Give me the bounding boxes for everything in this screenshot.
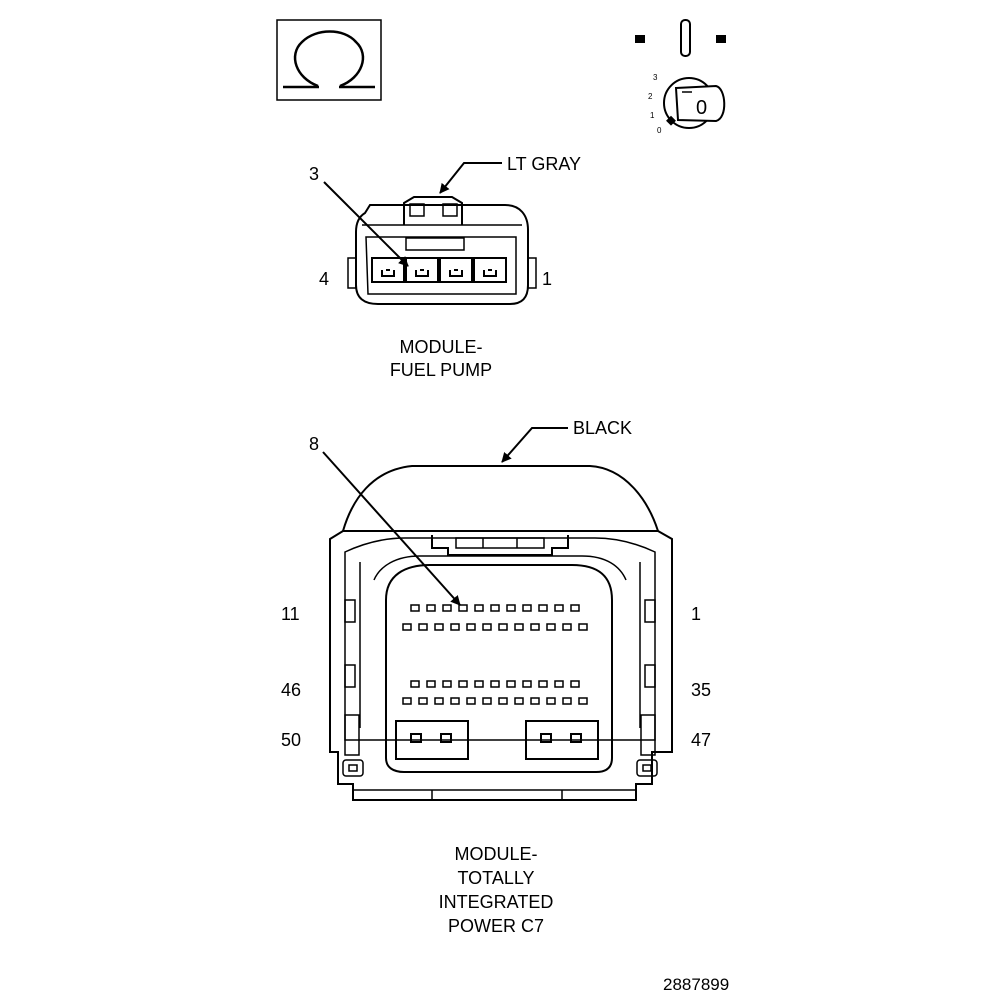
pin-8-leader — [322, 451, 461, 606]
fuel-pump-caption-line1: MODULE- — [399, 337, 482, 357]
ignition-key-label: 0 — [696, 97, 707, 119]
tipm-color-label: BLACK — [573, 418, 632, 438]
fuel-pump-caption-line2: FUEL PUMP — [390, 360, 492, 380]
tipm-cavity-row-1 — [410, 604, 580, 612]
figure-number: 2887899 — [663, 975, 729, 994]
fuel-pump-pin-left: 4 — [319, 269, 329, 289]
tipm-cavity-row-4 — [402, 697, 588, 705]
color-leader — [501, 427, 568, 463]
tipm-power-cavity-right — [525, 720, 599, 760]
ignition-position-2: 2 — [648, 92, 653, 101]
ignition-position-1: 1 — [650, 111, 655, 120]
ignition-key-icon: 3 2 1 0 0 — [635, 19, 726, 135]
color-leader — [439, 162, 502, 194]
tipm-pin-35: 35 — [691, 680, 711, 700]
tipm-caption-line1: MODULE- — [454, 844, 537, 864]
tipm-pin-callout: 8 — [309, 434, 319, 454]
tipm-power-cavity-left — [395, 720, 469, 760]
fuel-pump-cavities — [371, 257, 507, 283]
tipm-pin-1: 1 — [691, 604, 701, 624]
omega-icon — [276, 19, 382, 101]
tipm-cavity-row-3 — [410, 680, 580, 688]
tipm-caption-line2: TOTALLY — [457, 868, 534, 888]
tipm-c7-connector: 8 BLACK 11 1 46 35 50 47 MODULE- TOTALLY… — [281, 418, 711, 936]
tipm-pin-46: 46 — [281, 680, 301, 700]
fuel-pump-connector: 3 LT GRAY 4 1 MODULE- FUEL PUMP — [309, 154, 581, 380]
tipm-pin-50: 50 — [281, 730, 301, 750]
ignition-position-0: 0 — [657, 126, 662, 135]
tipm-pin-47: 47 — [691, 730, 711, 750]
tipm-caption-line4: POWER C7 — [448, 916, 544, 936]
ignition-position-3: 3 — [653, 73, 658, 82]
tipm-caption-line3: INTEGRATED — [439, 892, 554, 912]
tipm-pin-11: 11 — [281, 604, 300, 624]
fuel-pump-pin-callout: 3 — [309, 164, 319, 184]
tipm-cavity-row-2 — [402, 623, 588, 631]
fuel-pump-color-label: LT GRAY — [507, 154, 581, 174]
pin-3-leader — [323, 181, 409, 267]
fuel-pump-pin-right: 1 — [542, 269, 552, 289]
